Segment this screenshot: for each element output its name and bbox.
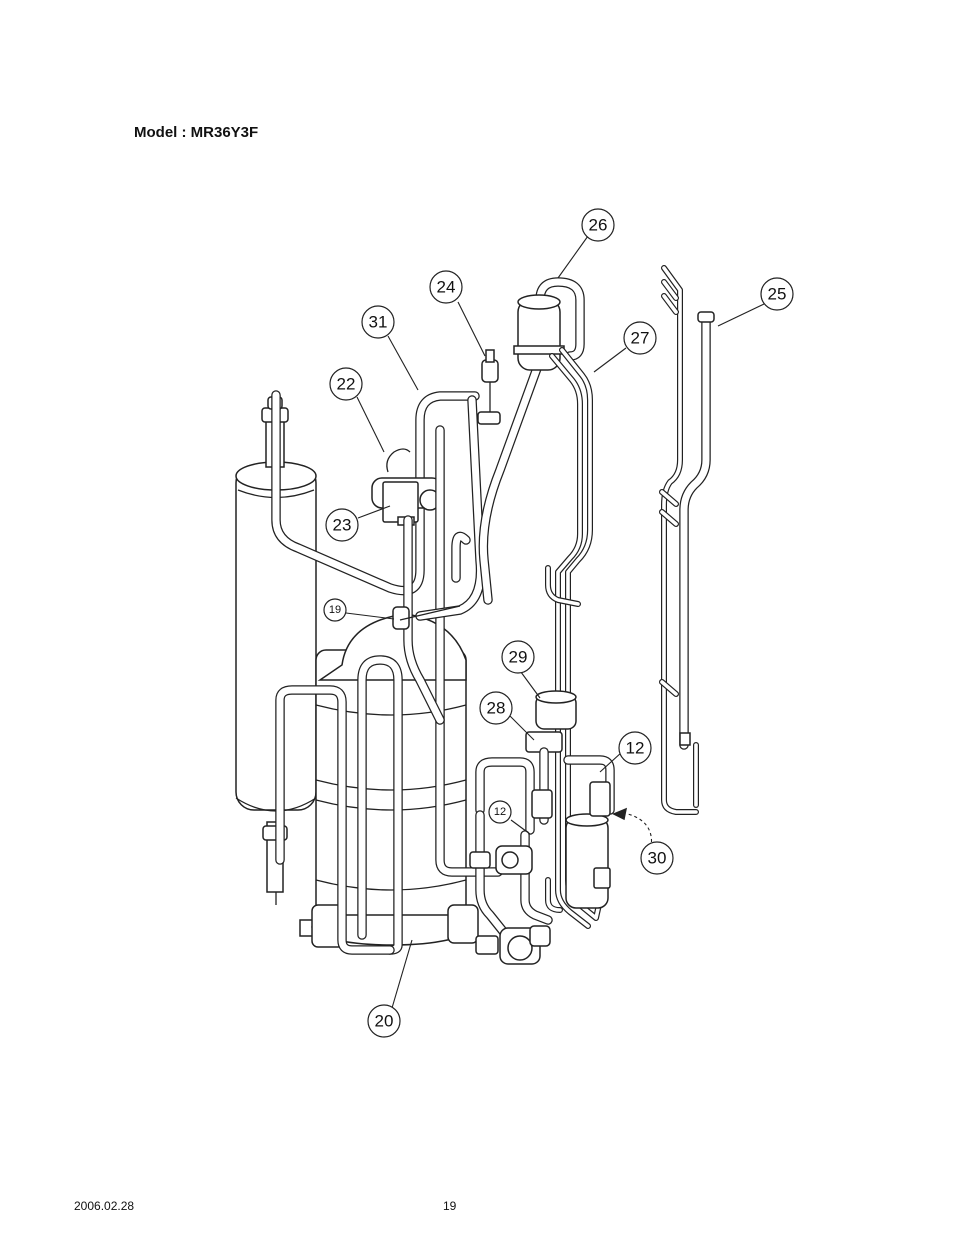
svg-text:12: 12	[626, 739, 645, 758]
svg-text:25: 25	[768, 285, 787, 304]
callout-28: 28	[479, 691, 513, 725]
svg-text:19: 19	[329, 604, 341, 616]
callout-31: 31	[361, 305, 395, 339]
svg-text:28: 28	[487, 699, 506, 718]
callout-12-lower: 12	[488, 800, 512, 824]
callout-12-upper: 12	[618, 731, 652, 765]
callout-29: 29	[501, 640, 535, 674]
callout-24: 24	[429, 270, 463, 304]
callout-23: 23	[325, 508, 359, 542]
pressure-switch	[477, 349, 501, 425]
svg-text:30: 30	[648, 849, 667, 868]
svg-text:12: 12	[494, 806, 506, 818]
callout-27: 27	[623, 321, 657, 355]
footer-date: 2006.02.28	[74, 1199, 135, 1213]
leader-lines	[345, 235, 765, 1009]
muffler	[513, 277, 585, 371]
center-vertical-pipes	[403, 355, 545, 877]
suction-loop-pipe	[275, 655, 403, 955]
service-valves	[469, 810, 553, 965]
callout-26: 26	[581, 208, 615, 242]
callout-22: 22	[329, 367, 363, 401]
four-way-valve	[371, 448, 443, 526]
callout-25: 25	[760, 277, 794, 311]
svg-text:26: 26	[589, 216, 608, 235]
callout-30: 30	[640, 841, 674, 875]
right-pipe-assembly	[659, 265, 715, 815]
page-number: 19	[443, 1199, 457, 1213]
callout-20: 20	[367, 1004, 401, 1038]
strainer	[531, 781, 611, 909]
svg-text:20: 20	[375, 1012, 394, 1031]
callout-19: 19	[323, 598, 347, 622]
svg-text:27: 27	[631, 329, 650, 348]
svg-text:29: 29	[509, 648, 528, 667]
svg-text:24: 24	[437, 278, 456, 297]
svg-text:31: 31	[369, 313, 388, 332]
svg-text:22: 22	[337, 375, 356, 394]
pipe-joint-19	[392, 605, 461, 630]
model-title: Model : MR36Y3F	[134, 124, 259, 141]
svg-text:23: 23	[333, 516, 352, 535]
